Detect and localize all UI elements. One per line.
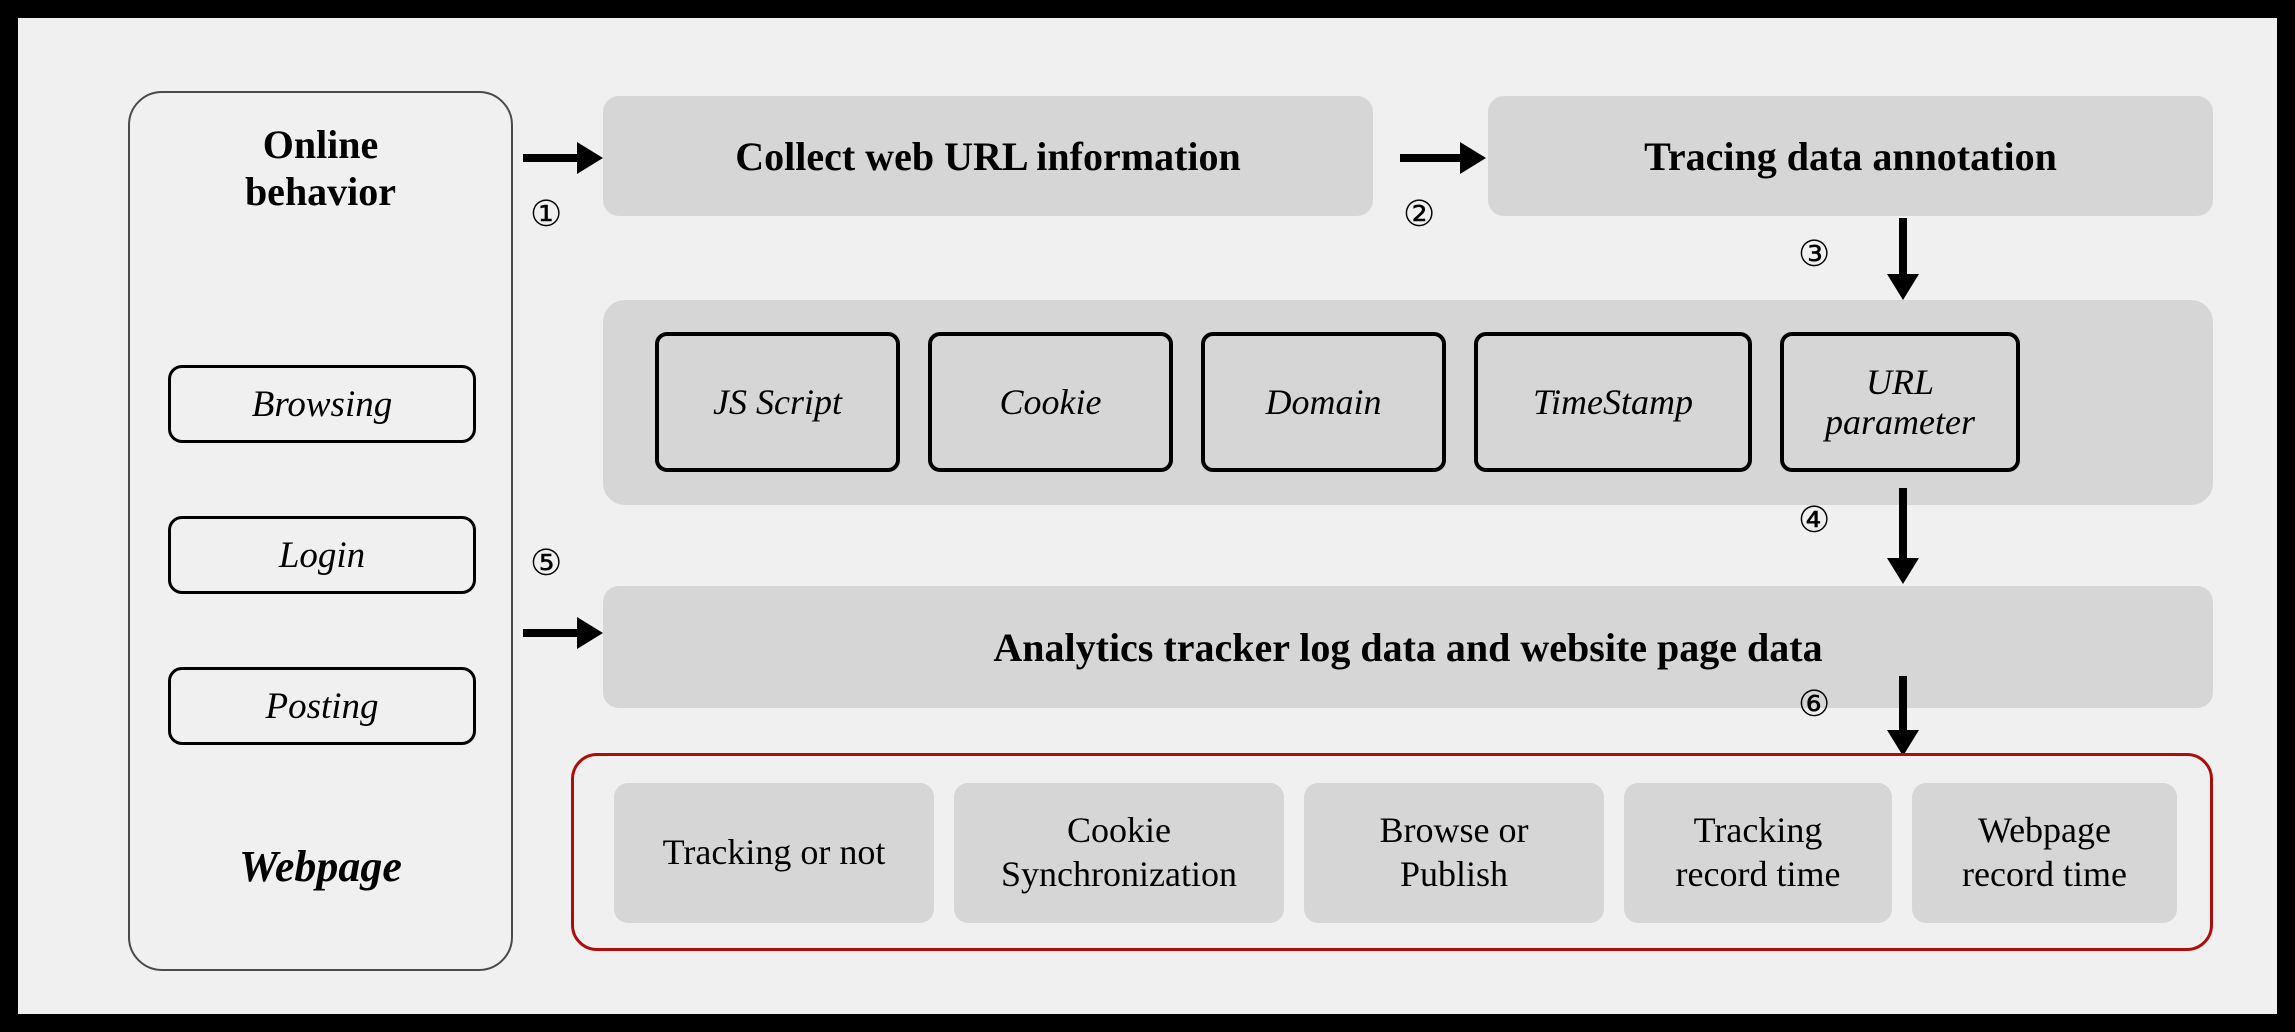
tag-timestamp[interactable]: TimeStamp — [1474, 332, 1752, 472]
step-marker-6: ⑥ — [1798, 684, 1831, 724]
tag-label: TimeStamp — [1532, 381, 1693, 422]
collect-url-block: Collect web URL information — [603, 96, 1373, 216]
tag-js-script[interactable]: JS Script — [655, 332, 900, 472]
arrow-head — [577, 142, 603, 174]
arrow-head — [1887, 274, 1919, 300]
arrow-head — [1887, 730, 1919, 756]
analytics-log-label: Analytics tracker log data and website p… — [993, 624, 1823, 670]
tag-label: Cookie — [999, 381, 1102, 422]
step-marker-2: ② — [1403, 194, 1436, 234]
arrow-shaft — [523, 154, 579, 162]
step-marker-1: ① — [530, 194, 563, 234]
outcome-label: Tracking or not — [662, 832, 886, 873]
behavior-label: Posting — [265, 685, 379, 727]
arrow-head — [1887, 558, 1919, 584]
behavior-label: Login — [278, 534, 366, 576]
arrow-shaft — [1899, 218, 1907, 276]
arrow-shaft — [523, 629, 579, 637]
step-marker-5: ⑤ — [530, 543, 563, 583]
collect-url-label: Collect web URL information — [735, 133, 1241, 179]
tag-label: JS Script — [713, 381, 842, 422]
tracing-annotation-block: Tracing data annotation — [1488, 96, 2213, 216]
behavior-label: Browsing — [251, 383, 393, 425]
tracing-annotation-label: Tracing data annotation — [1644, 133, 2057, 179]
behavior-box-browsing[interactable]: Browsing — [168, 365, 476, 443]
behavior-box-login[interactable]: Login — [168, 516, 476, 594]
arrow-shaft — [1899, 676, 1907, 732]
step-marker-3: ③ — [1798, 234, 1831, 274]
outcome-tracking-or-not[interactable]: Tracking or not — [614, 783, 934, 923]
arrow-head — [577, 617, 603, 649]
arrow-head — [1460, 142, 1486, 174]
arrow-shaft — [1400, 154, 1462, 162]
arrow-shaft — [1899, 488, 1907, 560]
tag-cookie[interactable]: Cookie — [928, 332, 1173, 472]
step-marker-4: ④ — [1798, 500, 1831, 540]
panel-footer-label: Webpage — [239, 842, 402, 891]
behavior-box-posting[interactable]: Posting — [168, 667, 476, 745]
analytics-log-block: Analytics tracker log data and website p… — [603, 586, 2213, 708]
tag-label: Domain — [1265, 381, 1382, 422]
tag-domain[interactable]: Domain — [1201, 332, 1446, 472]
